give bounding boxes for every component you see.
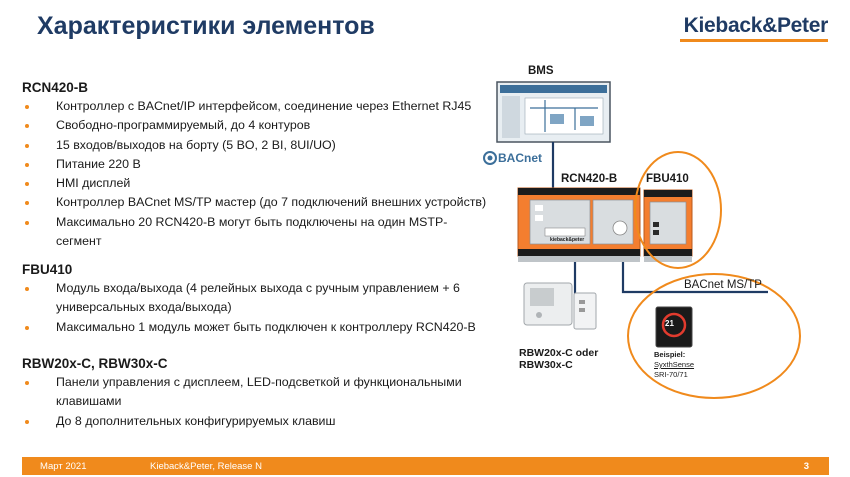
fbu-highlight-circle <box>634 151 722 269</box>
list-item: До 8 дополнительных конфигурируемых клав… <box>22 412 462 431</box>
example-label: Beispiel: <box>654 350 686 359</box>
example-model: SRI-70/71 <box>654 370 688 379</box>
footer-page-number: 3 <box>803 461 809 472</box>
rbw-label-line1: RBW20x-C oder <box>519 347 599 359</box>
fbu-bullet-list: Модуль входа/выхода (4 релейных выхода с… <box>22 279 476 337</box>
syxthsense-panel <box>655 306 693 348</box>
footer-date: Март 2021 <box>40 461 87 472</box>
page-title: Характеристики элементов <box>37 12 375 40</box>
panel-highlight-circle <box>627 273 801 399</box>
bacnet-logo <box>483 151 497 165</box>
list-item-continuation: универсальных входа/выхода) <box>56 300 232 315</box>
list-item: Свободно-программируемый, до 4 контуров <box>22 116 486 135</box>
bms-monitor <box>496 81 611 143</box>
logo-underline <box>680 39 828 42</box>
list-item: Максимально 1 модуль может быть подключе… <box>22 318 476 337</box>
rcn-bullet-list: Контроллер с BACnet/IP интерфейсом, соед… <box>22 97 486 251</box>
rcn-device-label: RCN420-B <box>561 173 618 185</box>
list-item: Максимально 20 RCN420-B могут быть подкл… <box>22 213 486 232</box>
list-item: Питание 220 В <box>22 155 486 174</box>
footer-release: Kieback&Peter, Release N <box>150 461 262 472</box>
section-title-fbu: FBU410 <box>22 262 73 277</box>
mstp-label: BACnet MS/TP <box>684 279 762 291</box>
rbw-bullet-list: Панели управления с дисплеем, LED-подсве… <box>22 373 462 431</box>
bms-label: BMS <box>528 65 554 77</box>
controller-brand-text: kieback&peter <box>550 237 585 243</box>
list-item: Контроллер с BACnet/IP интерфейсом, соед… <box>22 97 486 116</box>
fbu410-module <box>643 189 693 262</box>
list-item: HMI дисплей <box>22 174 486 193</box>
rcn420b-controller <box>517 187 641 262</box>
rbw-label-line2: RBW30x-C <box>519 359 573 371</box>
section-title-rbw: RBW20x-C, RBW30x-C <box>22 356 168 371</box>
connection-lines <box>551 142 768 296</box>
panel-display-value: 21 <box>665 319 674 328</box>
footer-bar: Март 2021 Kieback&Peter, Release N 3 <box>22 457 829 475</box>
list-item: Модуль входа/выхода (4 релейных выхода с… <box>22 279 476 298</box>
example-brand: SyxthSense <box>654 360 695 369</box>
section-title-rcn: RCN420-B <box>22 80 89 95</box>
bacnet-logo-text: BACnet <box>498 151 542 165</box>
list-item-continuation: клавишами <box>56 394 122 409</box>
list-item: 15 входов/выходов на борту (5 BO, 2 BI, … <box>22 136 486 155</box>
list-item-continuation: сегмент <box>56 234 102 249</box>
list-item: Панели управления с дисплеем, LED-подсве… <box>22 373 462 392</box>
rbw-room-unit <box>523 282 597 330</box>
list-item: Контроллер BACnet MS/TP мастер (до 7 под… <box>22 193 486 212</box>
company-logo: Kieback&Peter <box>683 14 829 37</box>
fbu-device-label: FBU410 <box>646 173 689 185</box>
